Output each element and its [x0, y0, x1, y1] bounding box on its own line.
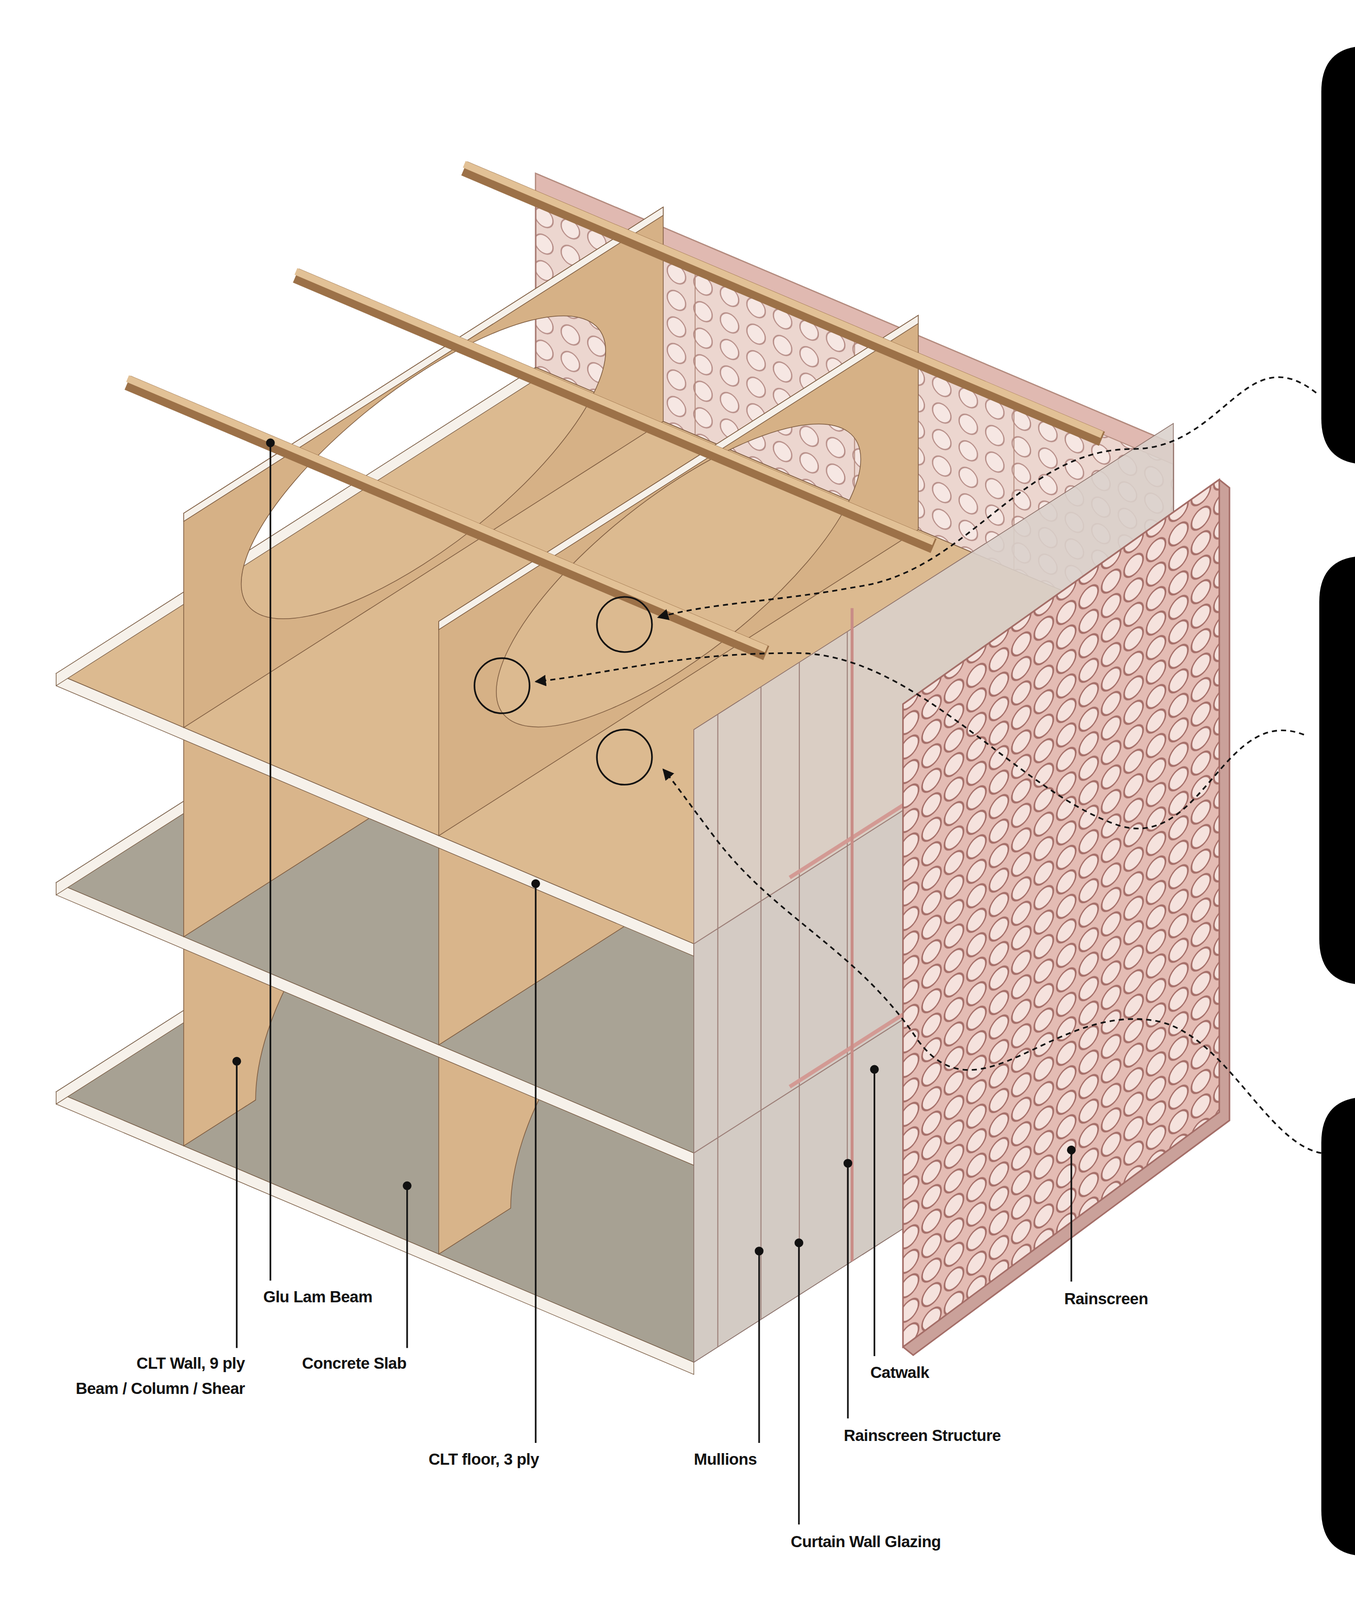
glulam-beam: [295, 275, 934, 546]
glulam-beam: [295, 271, 934, 542]
part-label: Catwalk: [870, 1362, 929, 1383]
leader-line: [406, 1185, 408, 1349]
rainscreen: [903, 479, 1230, 1355]
detail-callout: [474, 377, 1322, 1153]
concrete-slab: [56, 1091, 694, 1375]
detail-panel: [1321, 1096, 1355, 1556]
part-label: Glu Lam Beam: [263, 1287, 373, 1307]
detail-panel: [1319, 46, 1355, 1557]
leader-line: [532, 879, 540, 888]
detail-callout: [663, 769, 1322, 1153]
leader-line: [266, 439, 274, 447]
glulam-beam: [464, 164, 1102, 435]
part-label: Rainscreen Structure: [844, 1425, 1002, 1446]
detail-panel: [1319, 556, 1355, 985]
leader-line: [1068, 1146, 1076, 1154]
leader-line: [233, 1057, 241, 1065]
leader-line: [534, 883, 537, 1443]
glulam-beam: [127, 382, 766, 654]
leader-line: [269, 442, 271, 1281]
detail-callout: [474, 657, 530, 714]
part-label: Mullions: [693, 1449, 757, 1469]
part-label: Curtain Wall Glazing: [790, 1531, 941, 1552]
clt-wall: [183, 207, 664, 522]
leader-line: [1070, 1149, 1072, 1282]
leader-line: [755, 1247, 764, 1255]
curtain-wall: [789, 800, 910, 1087]
clt-wall: [183, 207, 664, 728]
leader-line: [873, 1069, 876, 1356]
part-label: Beam / Column / Shear: [75, 1378, 245, 1399]
glulam-beam: [127, 378, 766, 650]
leader-line: [236, 1061, 238, 1348]
clt-wall: [183, 207, 664, 728]
detail-callout: [658, 377, 1317, 618]
part-label: Concrete Slab: [302, 1353, 407, 1373]
leader-line: [844, 1159, 852, 1167]
detail-panel: [1321, 46, 1355, 465]
leader-line: [797, 1242, 800, 1525]
leader-line: [403, 1181, 411, 1190]
leader-line: [846, 1163, 849, 1419]
detail-callout: [535, 653, 1305, 829]
leader-line: [758, 1250, 760, 1443]
clt-wall: [183, 207, 664, 522]
rainscreen: [903, 479, 1220, 1347]
detail-callout: [596, 596, 653, 653]
detail-callout: [596, 729, 653, 785]
leader-line: [795, 1239, 803, 1247]
part-label: Rainscreen: [1064, 1289, 1148, 1309]
part-label: CLT floor, 3 ply: [428, 1449, 540, 1469]
concrete-slab: [56, 1091, 694, 1375]
leader-line: [870, 1065, 878, 1073]
rainscreen: [903, 479, 1230, 1355]
part-label: CLT Wall, 9 ply: [136, 1353, 246, 1373]
glulam-beam: [464, 168, 1102, 439]
leader-line: [233, 439, 1075, 1525]
